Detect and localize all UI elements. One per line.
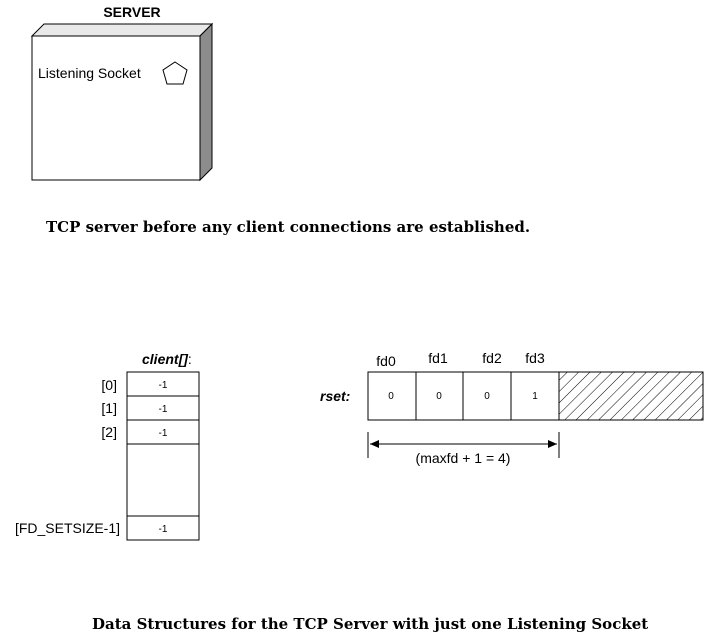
client-value: -1 [159,428,168,439]
client-index-label: [FD_SETSIZE-1] [15,520,120,536]
fd-header: fd1 [428,350,448,366]
rset-cell [462,371,512,421]
rset-label: rset: [320,388,350,404]
server-box-side-face [199,22,213,182]
client-index-label: [1] [101,400,117,416]
client-array-title: client[]: [142,351,192,367]
client-array-box [126,371,200,541]
client-value: -1 [159,524,168,535]
server-title: SERVER [103,4,160,20]
rset-cell [510,371,560,421]
client-row-1: [1] -1 [101,400,167,416]
caption-top: TCP server before any client connections… [46,218,531,236]
caption-bottom: Data Structures for the TCP Server with … [92,615,649,633]
rset-cell [415,371,464,421]
fd-header: fd0 [376,353,396,369]
client-row-2: [2] -1 [101,424,167,440]
client-value: -1 [159,404,168,415]
rset-bit: 0 [436,391,442,402]
client-index-label: [0] [101,377,117,393]
client-array: client[]: [0] -1 [1] -1 [2] -1 [FD_SETSI… [15,351,200,541]
rset-bit: 0 [388,391,394,402]
client-row-0: [0] -1 [101,377,167,393]
server-node: SERVER Listening Socket [30,4,214,182]
client-index-label: [2] [101,424,117,440]
client-row-last: [FD_SETSIZE-1] -1 [15,520,168,536]
rset-bit: 0 [484,391,490,402]
server-box-top-face [30,23,214,37]
rset-unused-hatched-region [558,371,704,421]
pentagon-icon [162,61,188,85]
fd-header: fd2 [482,350,502,366]
rset-bitmap: rset: fd0 fd1 fd2 fd3 0 0 0 1 (maxfd + 1… [320,350,704,466]
rset-bit: 1 [532,391,538,402]
listening-socket-label: Listening Socket [38,65,141,81]
fd-header: fd3 [525,350,545,366]
range-label: (maxfd + 1 = 4) [416,450,511,466]
client-value: -1 [159,380,168,391]
server-box-front-face [31,35,201,181]
